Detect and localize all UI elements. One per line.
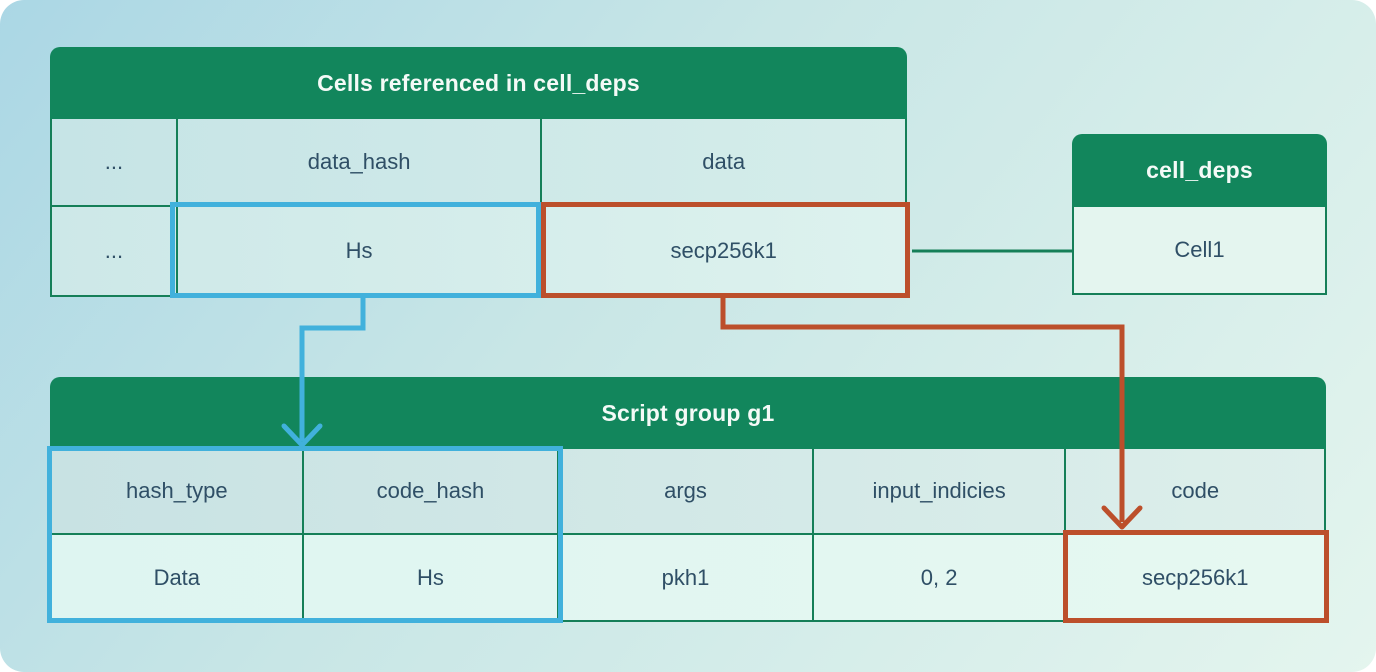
cell-deps-rows: Cell1 (1072, 207, 1327, 295)
script-group-cell-secp256k1: secp256k1 (1064, 535, 1324, 620)
cell-deps-table: cell_deps Cell1 (1072, 134, 1327, 295)
script-group-data-row: Data Hs pkh1 0, 2 secp256k1 (52, 533, 1324, 620)
cells-referenced-data-row: ... Hs secp256k1 (52, 205, 905, 295)
cell-deps-title: cell_deps (1072, 134, 1327, 207)
cell-deps-data-row: Cell1 (1074, 207, 1325, 293)
script-group-title: Script group g1 (50, 377, 1326, 449)
cells-referenced-cell-ellipsis: ... (104, 238, 124, 263)
script-group-col-code: code (1064, 449, 1324, 533)
script-group-header-row: hash_type code_hash args input_indicies … (52, 449, 1324, 533)
script-group-col-args: args (557, 449, 812, 533)
script-group-col-code-hash: code_hash (301, 449, 558, 533)
script-group-cell-input-indicies: 0, 2 (811, 535, 1065, 620)
script-group-cell-data: Data (153, 564, 201, 590)
cells-referenced-table: Cells referenced in cell_deps ... data_h… (50, 47, 907, 297)
script-group-table: Script group g1 hash_type code_hash args… (50, 377, 1326, 622)
script-group-cell-pkh1: pkh1 (557, 535, 812, 620)
cells-referenced-cell-hs: Hs (175, 207, 541, 295)
cells-referenced-rows: ... data_hash data ... Hs secp256k1 (50, 119, 907, 297)
script-group-col-input-indicies: input_indicies (811, 449, 1065, 533)
cells-referenced-col-data-hash: data_hash (175, 119, 541, 205)
cells-referenced-title: Cells referenced in cell_deps (50, 47, 907, 119)
cell-deps-cell-cell1: Cell1 (1174, 237, 1225, 262)
cells-referenced-col-data: data (540, 119, 905, 205)
cells-referenced-col-ellipsis: ... (104, 149, 124, 174)
cells-referenced-cell-secp256k1: secp256k1 (540, 207, 905, 295)
script-group-rows: hash_type code_hash args input_indicies … (50, 449, 1326, 622)
cells-referenced-header-row: ... data_hash data (52, 119, 905, 205)
script-group-col-hash-type: hash_type (126, 478, 228, 503)
script-group-cell-hs: Hs (301, 535, 558, 620)
